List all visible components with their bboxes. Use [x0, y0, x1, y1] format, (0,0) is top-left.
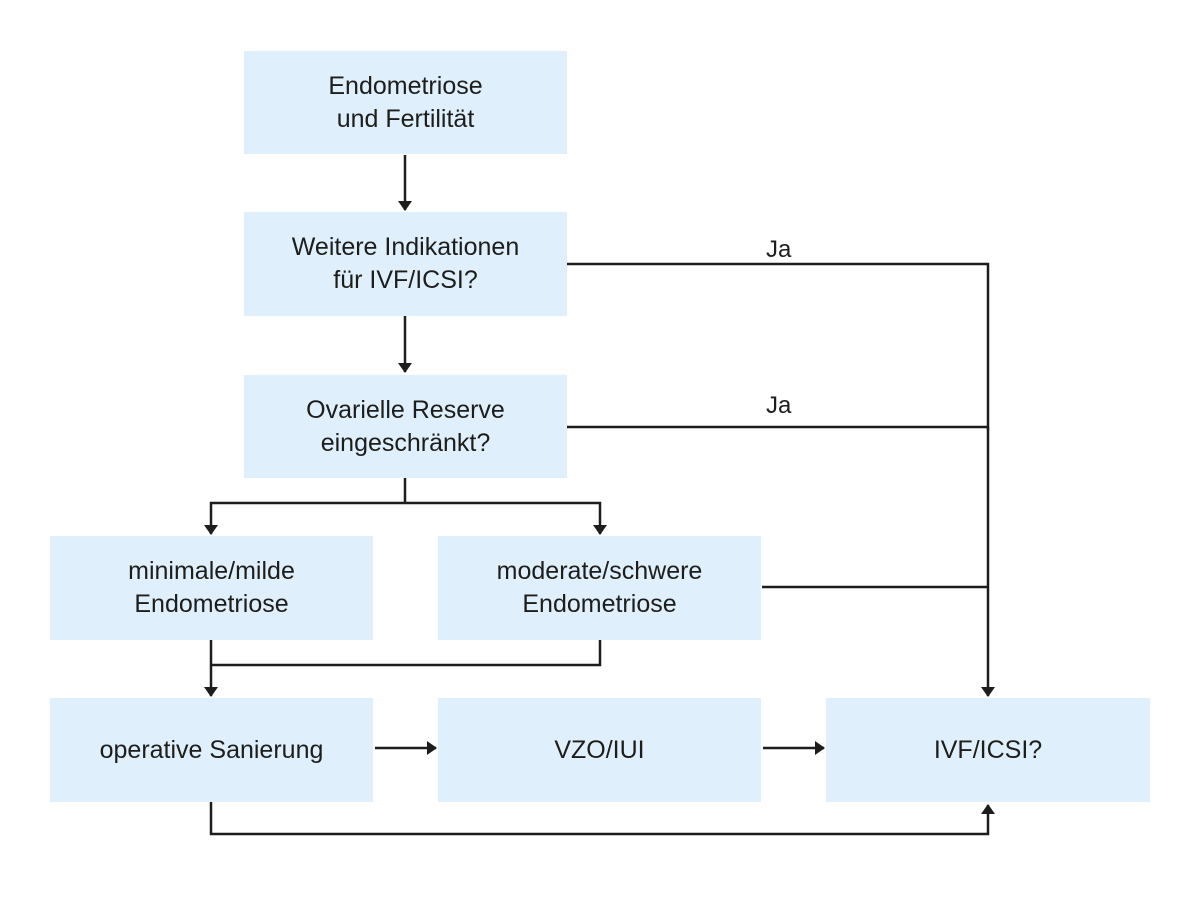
- edge-to-mild: [204, 501, 405, 535]
- node-ivf-label: IVF/ICSI?: [933, 735, 1043, 764]
- edge-severe-merge: [211, 640, 602, 667]
- node-indications: Weitere Indikationen für IVF/ICSI?: [244, 212, 567, 316]
- node-surgery: operative Sanierung: [50, 698, 373, 802]
- node-reserve-label: Ovarielle Reserve eingeschränkt?: [306, 395, 505, 457]
- node-start: Endometriose und Fertilität: [244, 51, 567, 154]
- edge-indications-yes: [567, 262, 990, 430]
- node-severe-label: moderate/schwere Endometriose: [496, 557, 703, 618]
- node-vzo: VZO/IUI: [438, 698, 761, 802]
- node-severe: moderate/schwere Endometriose: [438, 536, 761, 640]
- edge-surgery-to-ivf: [209, 802, 995, 836]
- edge-label-indications-yes: Ja: [766, 236, 792, 263]
- node-surgery-label: operative Sanierung: [99, 735, 324, 764]
- node-vzo-label: VZO/IUI: [554, 735, 645, 764]
- node-mild-label: minimale/milde Endometriose: [128, 557, 295, 618]
- node-indications-label: Weitere Indikationen für IVF/ICSI?: [291, 233, 520, 294]
- node-start-label: Endometriose und Fertilität: [328, 71, 483, 133]
- edge-to-severe: [405, 501, 607, 535]
- node-mild: minimale/milde Endometriose: [50, 536, 373, 640]
- node-ivf: IVF/ICSI?: [826, 698, 1150, 802]
- edge-label-reserve-yes: Ja: [766, 392, 792, 419]
- node-reserve: Ovarielle Reserve eingeschränkt?: [244, 375, 567, 478]
